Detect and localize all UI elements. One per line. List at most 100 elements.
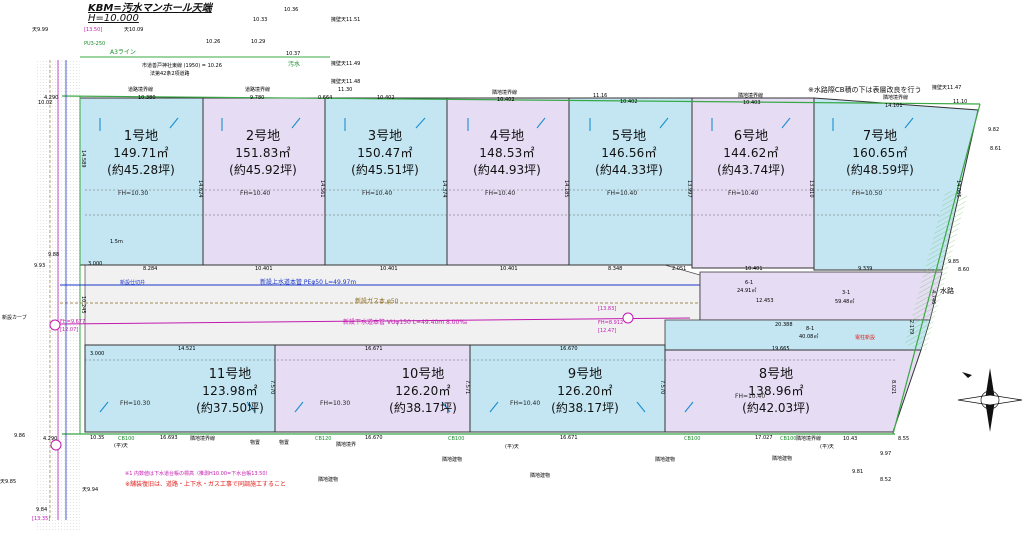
lot-1-label: 1号地 149.71㎡ (約45.28坪) (96, 128, 186, 179)
curb-label: 新設カーブ (2, 315, 27, 321)
lot-7-fh: FH=10.50 (852, 190, 883, 197)
manhole-left (49, 319, 61, 331)
lot-6-tsubo: (約43.74坪) (717, 163, 785, 177)
dim-top-3: 10.402 (377, 95, 395, 101)
lot-3-1-strip (699, 271, 943, 321)
dim-left-5: 10.245 (80, 296, 86, 314)
lot-3-name: 3号地 (367, 129, 403, 144)
bracket-2: [13.83] (598, 306, 617, 312)
level-12: 9.88 (48, 252, 60, 258)
lot-4-label: 4号地 148.53㎡ (約44.93坪) (462, 128, 552, 179)
level-6: 11.16 (593, 93, 608, 99)
north-arrow (957, 368, 1023, 432)
boundary-b2: 隣地境界 (336, 442, 357, 448)
sub-3-1-id: 3-1 (842, 290, 851, 296)
lot-8-area: 138.96㎡ (748, 384, 804, 398)
flat-top-2: (平)天 (505, 444, 519, 450)
level-29: 9.86 (14, 433, 26, 439)
wall-level-3: 擁壁天11.47 (932, 85, 962, 91)
level-11: 8.60 (958, 267, 970, 273)
drainage-arrows (99, 117, 914, 413)
dim-depth-4: 13.997 (686, 180, 692, 198)
neighbor-building-4: 隣地建物 (530, 473, 551, 479)
lot-5-shape (568, 97, 693, 266)
level-27: 9.81 (852, 469, 864, 475)
lot-5-tsubo: (約44.33坪) (595, 163, 663, 177)
lot-8-1-strip (664, 319, 931, 351)
dim-left-2: 3.000 (90, 351, 105, 357)
fh-other-0: FH=9.677 (60, 319, 86, 325)
dim-misc-0: 12.453 (756, 298, 774, 304)
dim-low-1: 16.671 (365, 346, 383, 352)
bracket-1: [13.35] (32, 516, 51, 522)
a3-line-label: A3ライン (110, 49, 136, 56)
lot-2-name: 2号地 (245, 129, 281, 144)
dim-mid-6: 10.401 (745, 266, 763, 272)
neighbor-building-1: 隣地建物 (442, 457, 463, 463)
lot-11-name: 11号地 (208, 367, 252, 382)
building-2: 物置 (279, 440, 290, 446)
level-31: 9.84 (36, 507, 48, 513)
waterway-label: 水路 (940, 287, 954, 295)
lot-3-fh: FH=10.40 (362, 190, 393, 197)
lot-4-shape (446, 97, 570, 266)
sub-3-1-area: 59.48㎡ (835, 299, 855, 305)
lot-11-fh: FH=10.30 (120, 400, 151, 407)
bracket-3: [12.07] (60, 327, 79, 333)
level-13: 9.93 (34, 263, 46, 269)
lot-6-label: 6号地 144.62㎡ (約43.74坪) (706, 128, 796, 179)
lot-7-label: 7号地 160.65㎡ (約48.59坪) (830, 128, 930, 179)
neighbor-boundary-b1: 隣地境界線 (190, 436, 216, 442)
tenba-1: 天10.09 (124, 27, 144, 33)
level-7: 11.10 (953, 99, 968, 105)
lot-10-tsubo: (約38.17坪) (389, 401, 457, 415)
lot-8-label: 8号地 138.96㎡ (約42.03坪) (726, 366, 826, 417)
city-road-label: 市道善戸神社東線 (1950) = 10.26 (142, 63, 222, 69)
cb100-2: CB100 (448, 436, 465, 442)
lot-6-shape (691, 97, 815, 269)
neighbor-building-5: 隣地建物 (318, 477, 339, 483)
lot-9-name: 9号地 (567, 367, 603, 382)
level-4: 10.37 (286, 51, 301, 57)
tenba-6: 天9.94 (82, 487, 99, 493)
dim-mid-7: 9.339 (858, 266, 873, 272)
dim-left-0: 1.5m (110, 239, 123, 245)
lot-1-tsubo: (約45.28坪) (107, 163, 175, 177)
dim-lower-depth-2: 7.570 (659, 380, 665, 395)
lot-5-fh: FH=10.40 (607, 190, 638, 197)
dim-right-1: 4.746 (930, 290, 936, 305)
dim-left-4: 4.290 (43, 436, 58, 442)
lot-9-tsubo: (約38.17坪) (551, 401, 619, 415)
lot-3-label: 3号地 150.47㎡ (約45.51坪) (340, 128, 430, 179)
pu-label: PU3-250 (84, 41, 106, 47)
lot-11-tsubo: (約37.50坪) (196, 401, 264, 415)
dim-right-3: 8.021 (890, 380, 896, 395)
dim-top-4: 10.402 (497, 97, 515, 103)
dim-low-2: 16.670 (560, 346, 578, 352)
lot-5-name: 5号地 (611, 129, 647, 144)
note-bottom-1: ※1 内数値は下水道台帳の標高（推測H10.00=下水台帳13.50） (125, 471, 271, 477)
dim-mid-5: 2.051 (672, 266, 687, 272)
kbm-height: H=10.000 (88, 13, 139, 24)
bracket-0: [13.50] (84, 27, 103, 33)
lot-1-fh: FH=10.30 (118, 190, 149, 197)
dim-top-7: 14.101 (885, 103, 903, 109)
dim-depth-3: 14.185 (563, 180, 569, 198)
sub-6-1-area: 24.91㎡ (737, 288, 757, 294)
sub-8-1-id: 8-1 (806, 326, 815, 332)
road-boundary-2: 道路境界線 (245, 87, 271, 93)
bracket-4: [12.47] (598, 328, 617, 334)
dim-lower-depth-0: 7.570 (269, 380, 275, 395)
level-5: 11.30 (338, 87, 353, 93)
lot-10-label: 10号地 126.20㎡ (約38.17坪) (373, 366, 473, 417)
level-0: 10.33 (253, 17, 268, 23)
lot-6-name: 6号地 (733, 129, 769, 144)
dim-low-0: 14.521 (178, 346, 196, 352)
tenba-5: 天9.85 (0, 479, 17, 485)
dim-depth-0: 14.624 (197, 180, 203, 198)
dim-depth-1: 14.561 (319, 180, 325, 198)
neighbor-building-2: 隣地建物 (655, 457, 676, 463)
road-boundary-1: 道路境界線 (128, 87, 154, 93)
tenba-0: 天9.99 (32, 27, 49, 33)
